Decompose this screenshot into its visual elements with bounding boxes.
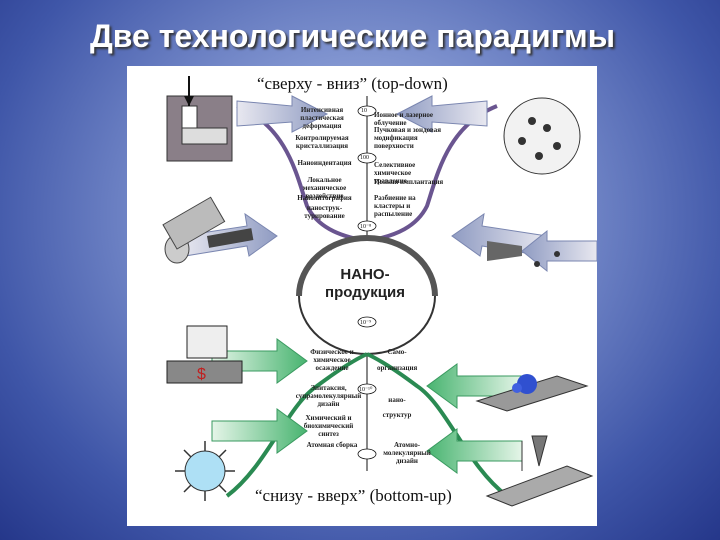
paradigm-diagram: $ xyxy=(127,66,597,526)
label-br-footer: Атомно-молекулярный дизайн xyxy=(383,441,431,465)
arrow-br-2 xyxy=(426,428,523,474)
top-down-heading: “сверху - вниз” (top-down) xyxy=(257,74,448,93)
label-br-2: организация xyxy=(377,364,418,372)
afm-illustration-icon: $ xyxy=(166,325,243,384)
label-tr-1: Ионное и лазерное облучение xyxy=(374,111,434,127)
cylinder-illustration-icon xyxy=(162,196,254,264)
label-br-1: Само- xyxy=(387,348,407,356)
diagram-graphics: $ xyxy=(162,76,597,507)
press-illustration-icon xyxy=(166,76,233,162)
scale-mark-2: 100 xyxy=(360,155,369,161)
label-tl-3: Наноиндентация xyxy=(297,159,352,167)
label-br-4: структур xyxy=(382,411,412,419)
arrow-bl-2 xyxy=(211,408,308,454)
cluster-illustration-icon xyxy=(503,97,581,175)
center-line2: продукция xyxy=(325,284,405,301)
deposition-illustration-icon xyxy=(475,374,589,412)
beam-illustration-icon xyxy=(487,241,560,267)
center-label: НАНО- продукция xyxy=(320,266,410,302)
scale-mark-4: 10⁻⁹ xyxy=(360,320,372,326)
label-tl-1: Интенсивная пластическая деформация xyxy=(300,106,344,130)
label-tr-5: Разбиение на кластеры и распыление xyxy=(374,194,416,218)
svg-text:$: $ xyxy=(197,366,206,383)
label-bl-4: Атомная сборка xyxy=(306,441,358,449)
label-br-3: нано- xyxy=(388,396,406,404)
top-left-band xyxy=(236,104,368,243)
bottom-right-band xyxy=(366,352,509,498)
probe-illustration-icon xyxy=(485,435,594,507)
label-bl-1: Физическое и химическое осаждение xyxy=(310,348,354,372)
label-tl-4: Локальное механическое воздействие xyxy=(302,176,347,200)
arrow-tr-3 xyxy=(521,229,597,273)
scale-ticks xyxy=(357,105,377,460)
center-right-arc xyxy=(366,235,438,297)
label-tr-3: Селективное химическое травление xyxy=(374,161,416,185)
label-tl-6: нанострук-турирование xyxy=(304,204,345,220)
center-left-arc xyxy=(296,235,368,297)
molecule-illustration-icon xyxy=(175,441,235,501)
arrow-tr-1 xyxy=(395,95,488,133)
bottom-up-heading: “снизу - вверх” (bottom-up) xyxy=(255,486,452,505)
scale-mark-5: 10⁻¹⁰ xyxy=(359,387,373,393)
arrow-tl-1 xyxy=(236,95,329,133)
label-bl-2: Эпитаксия, супрамолекулярный дизайн xyxy=(295,384,362,408)
label-bl-3: Химический и биохимический синтез xyxy=(303,414,354,438)
center-line1: НАНО- xyxy=(340,266,390,283)
label-tl-5: Нанолитография xyxy=(297,194,352,202)
label-tl-2: Контролируемая кристаллизация xyxy=(295,134,349,150)
scale-mark-1: 10 xyxy=(361,108,367,114)
label-tr-2: Пучковая и зондовая модификация поверхно… xyxy=(374,126,441,150)
slide-title: Две технологические парадигмы xyxy=(90,18,616,54)
bottom-left-band xyxy=(225,352,368,498)
scale-mark-3: 10⁻⁸ xyxy=(360,224,372,230)
top-right-band xyxy=(366,104,498,243)
label-tr-4: Ионная имплантация xyxy=(374,178,444,186)
